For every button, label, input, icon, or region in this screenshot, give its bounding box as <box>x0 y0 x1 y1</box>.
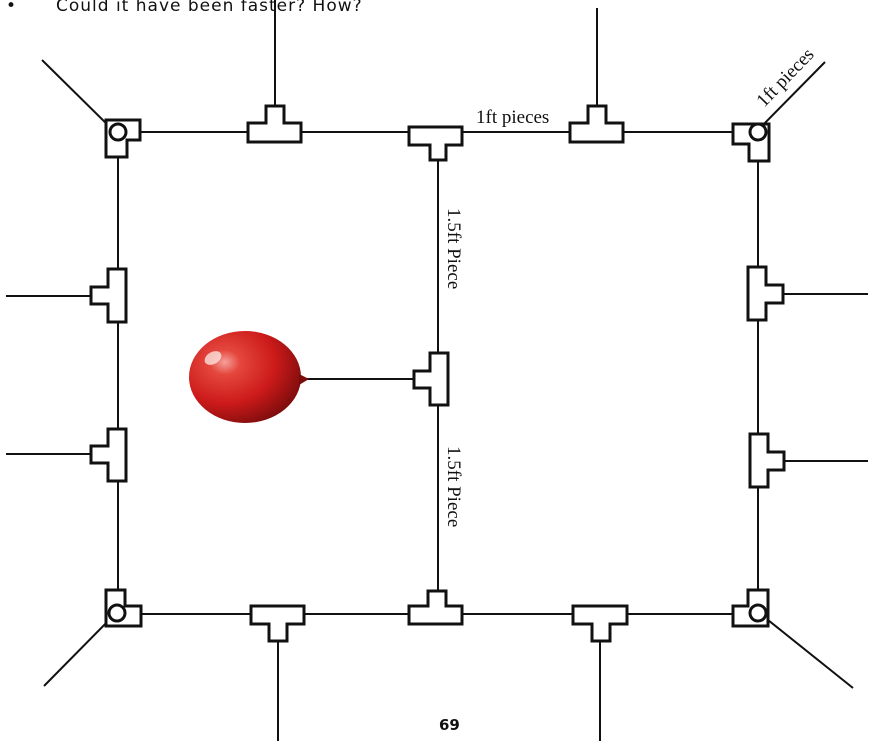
tee-fitting-icon <box>249 604 306 643</box>
tee-fitting-icon <box>571 604 629 643</box>
tee-fittings <box>89 104 786 643</box>
tee-fitting-icon <box>407 125 464 162</box>
tee-fitting-icon <box>89 427 128 483</box>
upper-center-piece-label: 1.5ft Piece <box>443 208 464 289</box>
leg-corner-br <box>757 611 854 689</box>
elbow-fittings <box>104 118 771 628</box>
support-legs <box>6 0 868 741</box>
elbow-fitting-icon <box>731 122 771 163</box>
elbow-fitting-icon <box>104 588 143 628</box>
top-pieces-label: 1ft pieces <box>476 107 549 128</box>
page-number: 69 <box>439 716 460 734</box>
tee-fitting-icon <box>246 104 303 144</box>
question-text: Could it have been faster? How? <box>56 0 363 16</box>
bullet-marker: • <box>6 0 17 16</box>
tee-fitting-icon <box>748 432 786 489</box>
tee-fitting-icon <box>568 104 625 144</box>
tee-fitting-icon <box>407 589 464 626</box>
elbow-fitting-icon <box>104 118 142 159</box>
elbow-fitting-icon <box>731 588 770 628</box>
tee-fitting-icon <box>412 351 450 407</box>
leg-corner-tl <box>41 59 117 134</box>
tee-fitting-icon <box>89 267 128 324</box>
leg-corner-tr <box>756 61 826 132</box>
lower-center-piece-label: 1.5ft Piece <box>443 446 464 527</box>
tee-fitting-icon <box>746 265 785 322</box>
balloon-icon <box>189 331 309 423</box>
